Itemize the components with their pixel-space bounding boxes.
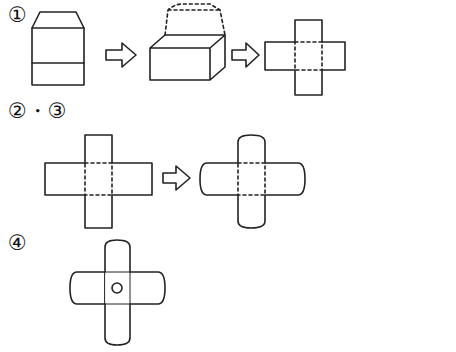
cross-net xyxy=(45,135,152,228)
rounded-cross xyxy=(70,240,165,345)
milk-carton xyxy=(32,12,84,85)
step-number: ②・③ xyxy=(8,100,67,123)
step-arrow xyxy=(232,43,259,67)
step-arrow xyxy=(163,166,190,190)
hole xyxy=(112,283,122,293)
fold-line xyxy=(238,163,265,195)
rounded-cross xyxy=(200,135,305,228)
fold-line xyxy=(105,272,130,304)
carton-line xyxy=(32,28,84,63)
step-arrow xyxy=(106,43,136,67)
step-number: ① xyxy=(8,4,27,27)
cross-net xyxy=(265,20,345,95)
step-number: ④ xyxy=(8,232,27,255)
cut-box xyxy=(150,35,225,80)
fold-line xyxy=(295,42,322,70)
removed-top xyxy=(165,4,225,35)
fold-line xyxy=(85,163,112,195)
